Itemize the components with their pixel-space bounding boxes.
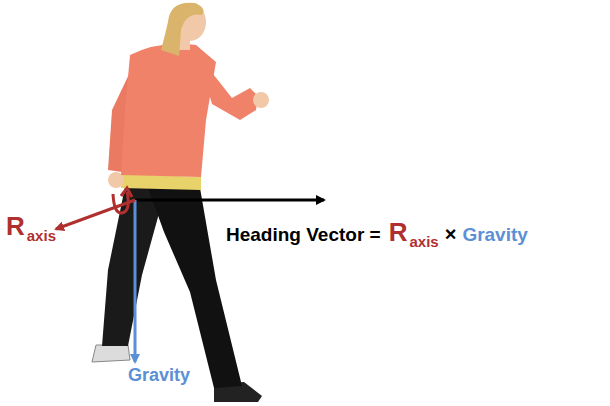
gravity-label: Gravity <box>126 366 192 386</box>
rotation-arrowhead <box>121 188 132 197</box>
vector-name: Gravity <box>462 225 527 246</box>
woman-figure <box>92 3 269 402</box>
formula-text: Heading Vector = <box>226 225 381 246</box>
r-axis-arrow <box>56 200 135 229</box>
axis-label: Raxis <box>6 212 56 241</box>
cross-symbol: × <box>445 223 457 245</box>
axis-subscript: axis <box>409 234 438 251</box>
axis-symbol: R <box>389 218 408 247</box>
heading-formula: Heading Vector =Raxis×Gravity <box>226 218 528 247</box>
axis-subscript: axis <box>27 228 56 245</box>
axis-symbol: R <box>6 212 25 241</box>
vector-name: Gravity <box>126 366 192 386</box>
gravity-arrow <box>134 200 137 362</box>
heading-arrow <box>135 199 324 202</box>
